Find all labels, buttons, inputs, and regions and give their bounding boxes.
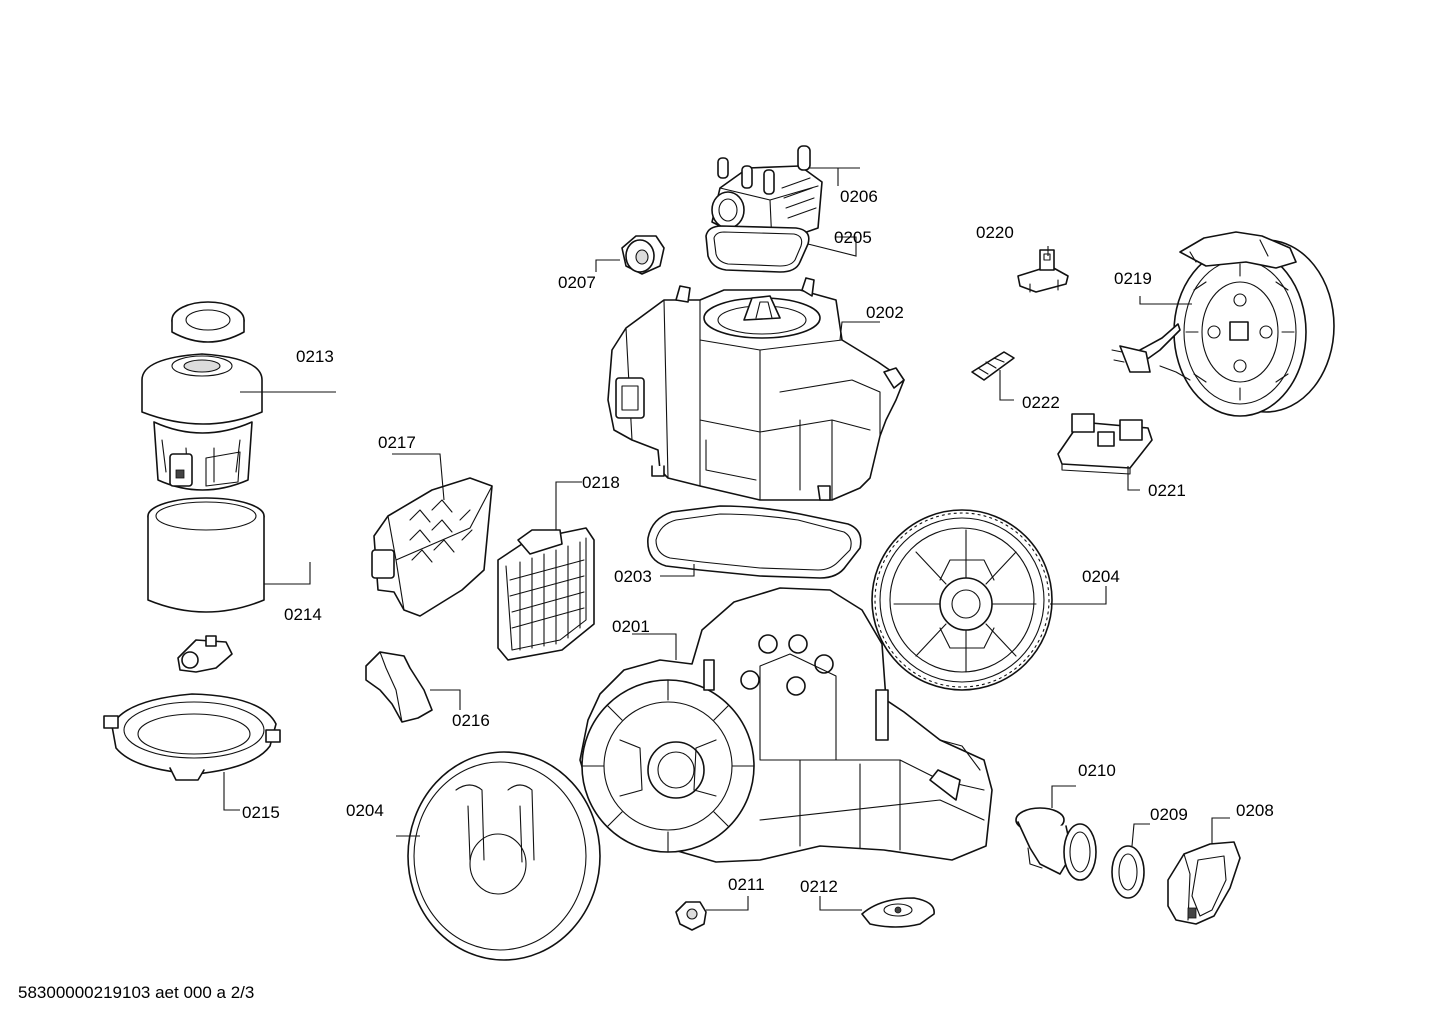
part-0214-drawing <box>147 497 265 613</box>
part-0207-drawing <box>621 235 665 275</box>
part-0204-wheel-right-drawing <box>871 509 1053 691</box>
label-0202: 0202 <box>866 303 904 322</box>
label-0205: 0205 <box>834 228 872 247</box>
label-0210: 0210 <box>1078 761 1116 780</box>
label-0213: 0213 <box>296 347 334 366</box>
part-0210-drawing <box>1015 807 1097 881</box>
part-labels: 0206 0205 0207 0202 0213 0214 0215 0217 … <box>242 187 1274 896</box>
part-0221-drawing <box>1057 413 1153 475</box>
label-0218: 0218 <box>582 473 620 492</box>
document-footer-code: 58300000219103 aet 000 a 2/3 <box>18 983 254 1002</box>
part-0211-drawing <box>675 901 707 931</box>
leader-lines <box>223 167 1230 911</box>
label-0215: 0215 <box>242 803 280 822</box>
label-0217: 0217 <box>378 433 416 452</box>
part-0212-drawing <box>861 897 935 928</box>
part-0201-drawing <box>579 587 993 863</box>
part-0218-drawing <box>497 527 595 661</box>
label-0208: 0208 <box>1236 801 1274 820</box>
label-0212: 0212 <box>800 877 838 896</box>
label-0206: 0206 <box>840 187 878 206</box>
label-0211: 0211 <box>728 875 765 894</box>
part-0220-drawing <box>1017 249 1069 293</box>
part-0208-drawing <box>1167 841 1241 925</box>
label-0207: 0207 <box>558 273 596 292</box>
label-0222: 0222 <box>1022 393 1060 412</box>
part-0204-wheel-left-drawing <box>407 751 601 961</box>
part-0216-drawing <box>365 651 433 723</box>
part-0206-drawing <box>711 145 823 245</box>
label-0209: 0209 <box>1150 805 1188 824</box>
label-0204-left: 0204 <box>346 801 384 820</box>
label-0204-right: 0204 <box>1082 567 1120 586</box>
part-0215-drawing <box>103 693 281 781</box>
part-0202-drawing <box>607 277 905 501</box>
part-0219-drawing <box>1111 231 1335 417</box>
label-0201: 0201 <box>612 617 650 636</box>
part-0203-drawing <box>647 505 862 579</box>
part-0217-drawing <box>371 477 493 617</box>
label-0214: 0214 <box>284 605 322 624</box>
part-0213-drawing <box>141 301 263 491</box>
part-0205-drawing <box>705 225 810 273</box>
part-0222-drawing <box>971 351 1015 381</box>
label-0216: 0216 <box>452 711 490 730</box>
label-0221: 0221 <box>1148 481 1186 500</box>
part-0209-drawing <box>1111 845 1145 899</box>
part-0214-bracket-drawing <box>177 635 233 673</box>
label-0203: 0203 <box>614 567 652 586</box>
label-0219: 0219 <box>1114 269 1152 288</box>
label-0220: 0220 <box>976 223 1014 242</box>
